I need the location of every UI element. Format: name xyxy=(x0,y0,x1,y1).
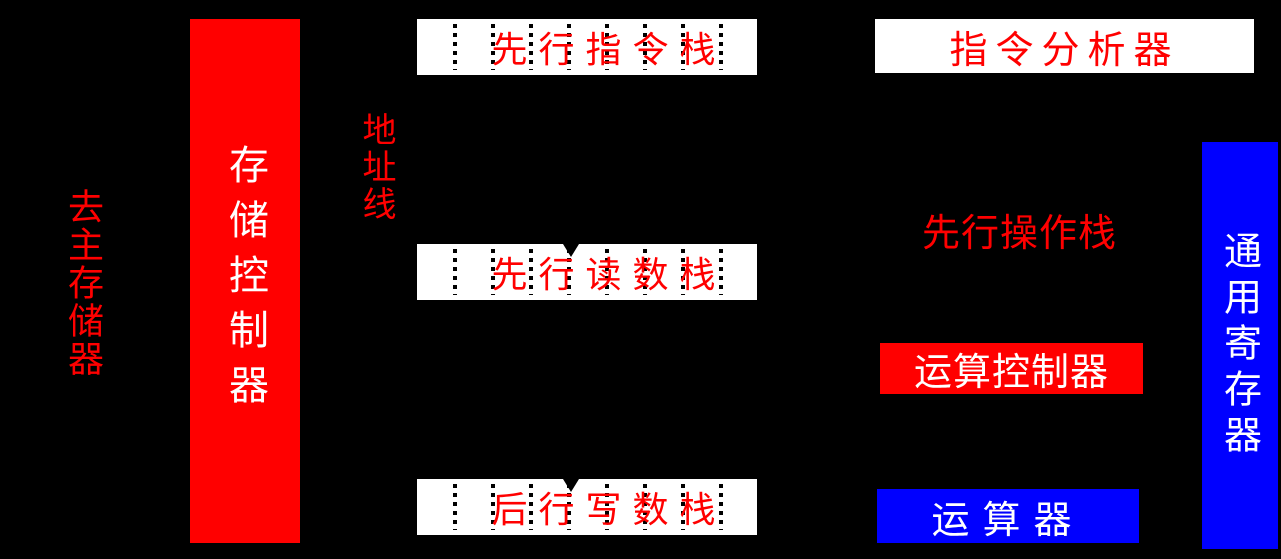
lookahead-operation-stack-label: 先行操作栈 xyxy=(922,211,1118,255)
postline-write-data-stack-label-wrap: 后行写数栈 xyxy=(417,479,757,535)
arithmetic-unit-block: 运算器 xyxy=(877,489,1139,543)
operation-controller-block: 运算控制器 xyxy=(880,343,1143,394)
down-arrowhead-icon xyxy=(563,244,579,257)
stack-cell-divider-dotted-line xyxy=(643,249,647,295)
instruction-analyzer-label: 指令分析器 xyxy=(949,27,1180,72)
stack-cell-divider-dotted-line xyxy=(719,249,723,295)
stack-cell-divider-dotted-line xyxy=(605,249,609,295)
stack-cell-divider-dotted-line xyxy=(529,484,533,530)
stack-cell-divider-dotted-line xyxy=(491,249,495,295)
memory-controller-label: 存储控制器 xyxy=(222,143,268,419)
stack-cell-divider-dotted-line xyxy=(491,484,495,530)
stack-cell-divider-dotted-line xyxy=(643,484,647,530)
lookahead-read-data-stack-label: 先行读数栈 xyxy=(491,255,727,296)
stack-cell-divider-dotted-line xyxy=(453,24,457,70)
stack-cell-divider-dotted-line xyxy=(529,249,533,295)
stack-cell-divider-dotted-line xyxy=(681,24,685,70)
stack-cell-divider-dotted-line xyxy=(681,484,685,530)
stack-cell-divider-dotted-line xyxy=(453,484,457,530)
instruction-analyzer-block: 指令分析器 xyxy=(875,19,1254,73)
lookahead-read-data-stack-block: 先行读数栈 xyxy=(417,244,757,300)
stack-cell-divider-dotted-line xyxy=(567,484,571,530)
operation-controller-label: 运算控制器 xyxy=(913,350,1109,394)
general-registers-label: 通用寄存器 xyxy=(1217,230,1262,461)
general-registers-block: 通用寄存器 xyxy=(1202,142,1278,549)
memory-controller-block: 存储控制器 xyxy=(190,19,300,543)
stack-cell-divider-dotted-line xyxy=(605,24,609,70)
down-arrowhead-icon xyxy=(563,479,579,492)
to-main-memory-label: 去主存储器 xyxy=(62,188,103,378)
postline-write-data-stack-label: 后行写数栈 xyxy=(491,490,727,531)
stack-cell-divider-dotted-line xyxy=(491,24,495,70)
arithmetic-unit-label: 运算器 xyxy=(931,497,1085,542)
address-line-label: 地址线 xyxy=(356,112,396,223)
stack-cell-divider-dotted-line xyxy=(567,24,571,70)
stack-cell-divider-dotted-line xyxy=(719,24,723,70)
lookahead-read-data-stack-label-wrap: 先行读数栈 xyxy=(417,244,757,300)
stack-cell-divider-dotted-line xyxy=(681,249,685,295)
stack-cell-divider-dotted-line xyxy=(719,484,723,530)
lookahead-instruction-stack-label-wrap: 先行指令栈 xyxy=(417,19,757,75)
lookahead-instruction-stack-label: 先行指令栈 xyxy=(491,30,727,71)
stack-cell-divider-dotted-line xyxy=(453,249,457,295)
stack-cell-divider-dotted-line xyxy=(643,24,647,70)
postline-write-data-stack-block: 后行写数栈 xyxy=(417,479,757,535)
stack-cell-divider-dotted-line xyxy=(605,484,609,530)
stack-cell-divider-dotted-line xyxy=(567,249,571,295)
stack-cell-divider-dotted-line xyxy=(529,24,533,70)
lookahead-instruction-stack-block: 先行指令栈 xyxy=(417,19,757,75)
